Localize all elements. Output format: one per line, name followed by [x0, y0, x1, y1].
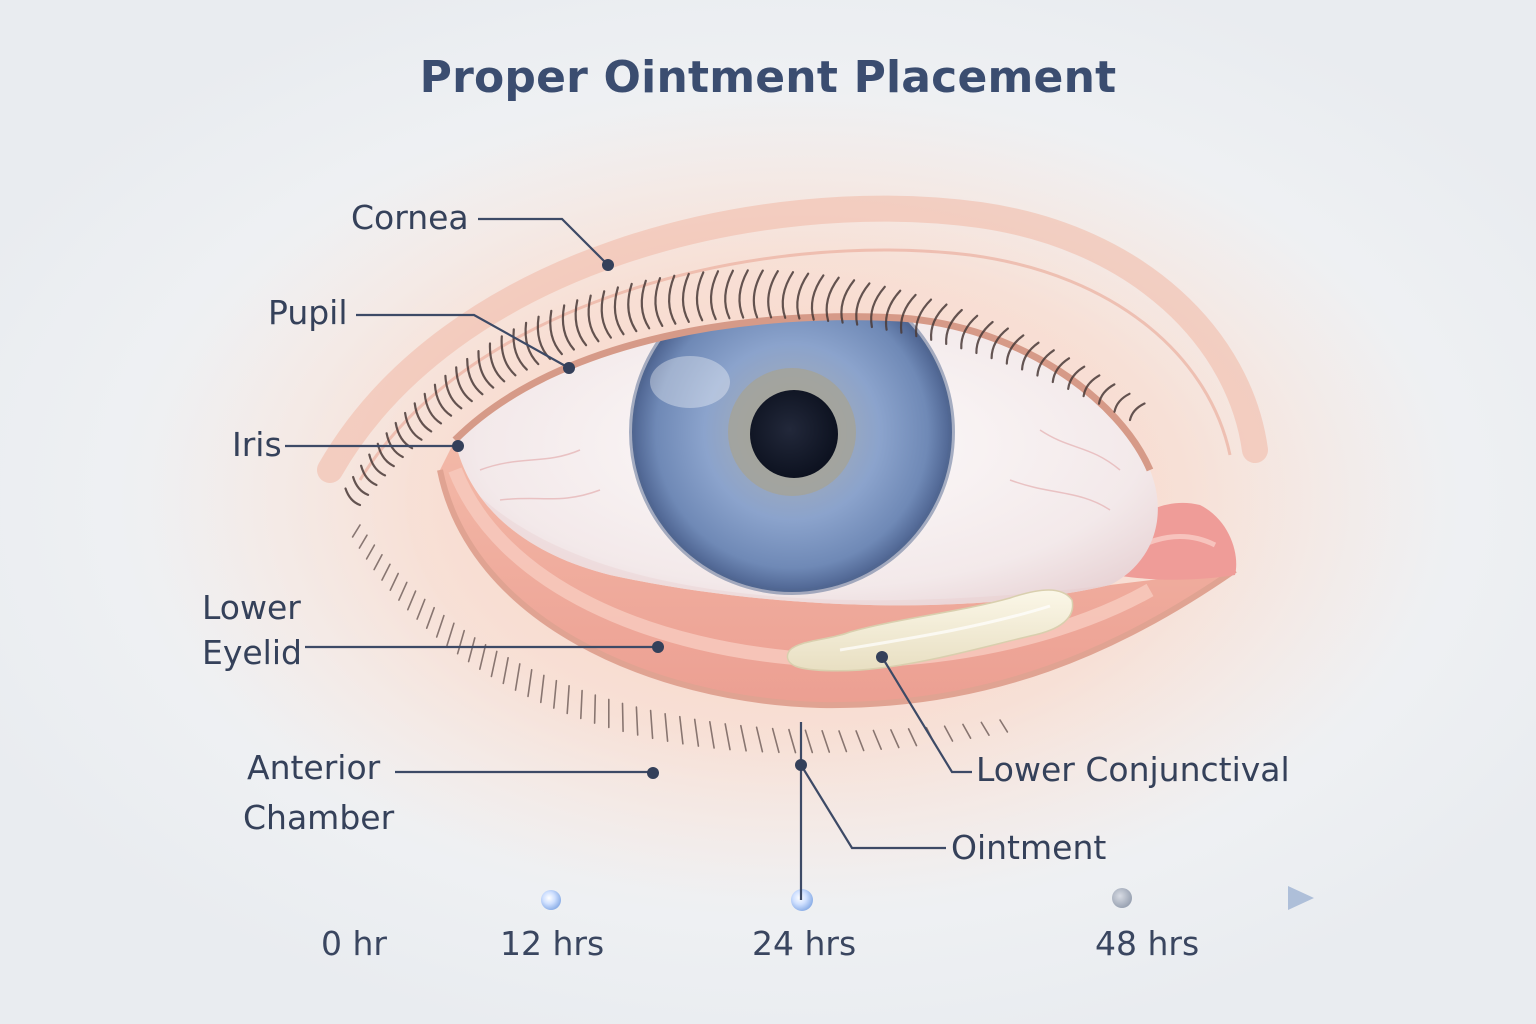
timeline-tick-48hrs: 48 hrs [1095, 924, 1200, 963]
label-lower-conjunctival: Lower Conjunctival [976, 750, 1290, 789]
label-anterior-chamber-line1: Anterior [247, 748, 381, 787]
page-title: Proper Ointment Placement [419, 52, 1117, 103]
label-pupil: Pupil [268, 293, 348, 332]
label-anterior-chamber-line2: Chamber [243, 798, 395, 837]
label-lower-eyelid-line1: Lower [202, 588, 301, 627]
timeline-marker-48hrs [1112, 888, 1132, 908]
timeline-marker-12hrs [541, 890, 561, 910]
label-lower-eyelid-line2: Eyelid [202, 633, 302, 672]
anchor-iris [452, 440, 464, 452]
timeline-arrowhead [1288, 886, 1314, 910]
anchor-lower-conjunctival [876, 651, 888, 663]
label-ointment: Ointment [951, 828, 1107, 867]
anchor-anterior-chamber [647, 767, 659, 779]
timeline-tick-0hr: 0 hr [321, 924, 387, 963]
label-cornea: Cornea [351, 198, 469, 237]
leader-lower-conjunctival [881, 656, 972, 774]
timeline-tick-12hrs: 12 hrs [500, 924, 605, 963]
label-iris: Iris [232, 425, 282, 464]
anchor-ointment [795, 759, 807, 771]
leader-ointment [800, 764, 946, 850]
leader-pupil [356, 313, 570, 369]
anchor-cornea [602, 259, 614, 271]
leader-cornea [478, 217, 609, 266]
anchor-lower-eyelid [652, 641, 664, 653]
timeline-tick-24hrs: 24 hrs [752, 924, 857, 963]
anchor-pupil [563, 362, 575, 374]
